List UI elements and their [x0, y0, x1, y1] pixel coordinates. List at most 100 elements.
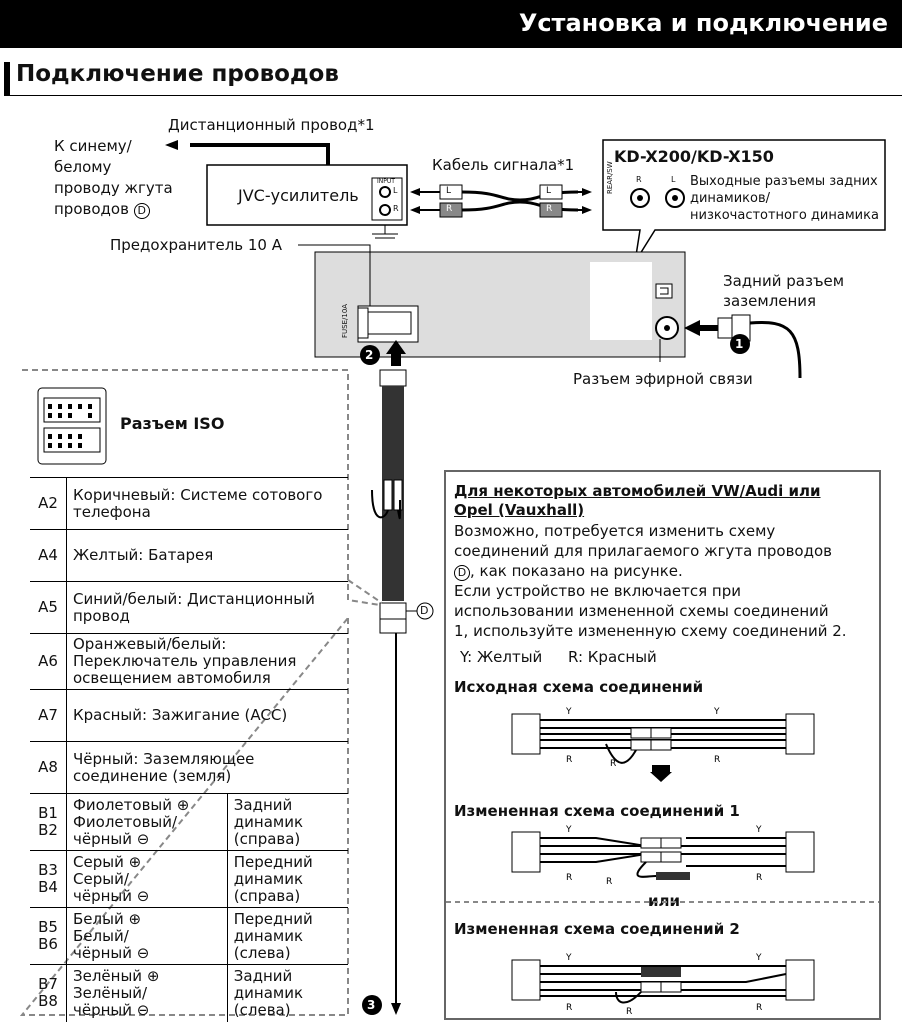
vw-p1-line3: D, как показано на рисунке.: [454, 562, 683, 581]
speaker-pos: Задний: [233, 966, 293, 985]
wire-negative: Фиолетовый/: [73, 812, 178, 831]
vw-audi-panel: Для некоторых автомобилей VW/Audi или Op…: [444, 470, 881, 1020]
y-tag: Y: [755, 825, 762, 835]
pin-desc: Красный: Зажигание (ACC): [66, 689, 348, 742]
wire-positive: Белый ⊕: [73, 909, 142, 928]
r-tag: R: [606, 877, 612, 887]
y-tag: Y: [713, 707, 720, 717]
amp-l-label: L: [393, 186, 398, 195]
vw-schemes: Y Y R R R Y Y R R R Y Y R R R: [446, 707, 879, 1017]
fuse-10a-label: FUSE/10A: [341, 303, 349, 338]
r-tag: R: [756, 1003, 762, 1013]
wire-positive: Фиолетовый ⊕: [73, 795, 190, 814]
pin-code: B8: [38, 992, 58, 1011]
wire-negative-2: чёрный ⊖: [73, 1000, 150, 1019]
rear-ground-terminal: [655, 283, 673, 299]
pin-code: B7: [38, 975, 58, 994]
section-heading: Подключение проводов: [0, 58, 902, 98]
rear-sw-label: REAR/SW: [606, 161, 614, 194]
d-marker-harness: [416, 602, 434, 620]
rear-outputs-line1: Выходные разъемы задних: [690, 174, 878, 189]
fuse-slot: [357, 307, 369, 339]
step2-label: 2: [365, 348, 374, 362]
wire-negative-2: чёрный ⊖: [73, 886, 150, 905]
model-label: KD-X200/KD-X150: [614, 147, 774, 166]
harness-d-label: D: [420, 604, 429, 617]
vw-p1-line2: соединений для прилагаемого жгута провод…: [454, 542, 832, 560]
amp-jack-r: [379, 204, 391, 216]
step3-label: 3: [367, 998, 376, 1012]
vw-p2-line3: 1, используйте измененную схему соединен…: [454, 622, 847, 640]
pin-code: A4: [30, 529, 67, 582]
pin-code: B1: [38, 804, 58, 822]
pin-desc: Оранжевый/белый: Переключатель управлени…: [66, 633, 348, 690]
pin-code: A2: [30, 477, 67, 530]
antenna-plug: [717, 317, 733, 339]
amp-input-label: INPUT: [377, 178, 395, 185]
to-harness-line4: проводов D: [54, 200, 150, 219]
scheme-connector-left: [511, 713, 541, 755]
section-underline: [4, 95, 902, 96]
harness-mid-connector: [379, 602, 407, 620]
r-tag: R: [566, 873, 572, 883]
pin-code: B4: [38, 878, 58, 896]
remote-wire-label: Дистанционный провод*1: [168, 116, 375, 134]
wire-positive: Зелёный ⊕: [73, 966, 160, 985]
y-tag: Y: [565, 953, 572, 963]
pin-code: B6: [38, 935, 58, 953]
wire-negative-2: чёрный ⊖: [73, 829, 150, 848]
down-arrow: [650, 772, 672, 782]
to-harness-line2: белому: [54, 158, 112, 176]
d-marker: D: [454, 565, 470, 581]
pin-code: B3: [38, 861, 58, 879]
y-tag: Y: [565, 825, 572, 835]
modified2-scheme-title: Измененная схема соединений 2: [454, 920, 740, 938]
scheme-connector-right: [785, 713, 815, 755]
pin-desc: Коричневый: Системе сотового телефона: [66, 477, 348, 530]
wire-negative: Белый/: [73, 926, 129, 945]
vw-title-line1: Для некоторых автомобилей VW/Audi или: [454, 482, 821, 500]
speaker-pos: Задний: [233, 795, 293, 814]
vw-p2-line1: Если устройство не включается при: [454, 582, 741, 600]
fuse-label: Предохранитель 10 А: [110, 236, 283, 254]
iso-title: Разъем ISO: [120, 414, 225, 433]
wire-negative: Серый/: [73, 869, 129, 888]
vw-p1-line1: Возможно, потребуется изменить схему: [454, 522, 776, 540]
to-harness-line1: К синему/: [54, 137, 132, 155]
amp-jack-l: [379, 186, 391, 198]
pin-desc: Синий/белый: Дистанционный провод: [66, 581, 348, 634]
speaker-type: динамик: [233, 926, 304, 945]
step1-badge: [730, 334, 750, 354]
section-title: Подключение проводов: [16, 61, 339, 87]
speaker-pos: Передний: [233, 909, 313, 928]
y-tag: Y: [755, 953, 762, 963]
wire-negative-2: чёрный ⊖: [73, 943, 150, 962]
pin-code: A7: [30, 689, 67, 742]
vw-p2-line2: использовании измененной схемы соединени…: [454, 602, 829, 620]
d-marker: D: [133, 203, 150, 219]
pin-code: A5: [30, 581, 67, 634]
plug2-r-label: R: [546, 204, 553, 214]
wire-negative: Зелёный/: [73, 983, 148, 1002]
plug-r-label: R: [446, 204, 453, 214]
r-tag: R: [610, 759, 616, 769]
ground-line1: Задний разъем: [723, 272, 845, 290]
pin-code: A6: [30, 633, 67, 690]
amp-r-label: R: [393, 204, 399, 213]
rear-outputs-line3: низкочастотного динамика: [690, 208, 879, 223]
step3-badge: [362, 995, 382, 1015]
section-bar: [4, 62, 10, 96]
speaker-side: (справа): [233, 829, 301, 848]
rear-r-label: R: [636, 175, 642, 184]
plug2-l-label: L: [546, 186, 552, 196]
speaker-type: динамик: [233, 869, 304, 888]
pin-code: B5: [38, 918, 58, 936]
pin-desc: Желтый: Батарея: [66, 529, 348, 582]
antenna-label: Разъем эфирной связи: [573, 370, 753, 388]
remote-wire-arrow: [165, 140, 178, 150]
page-header: Установка и подключение: [0, 0, 902, 48]
